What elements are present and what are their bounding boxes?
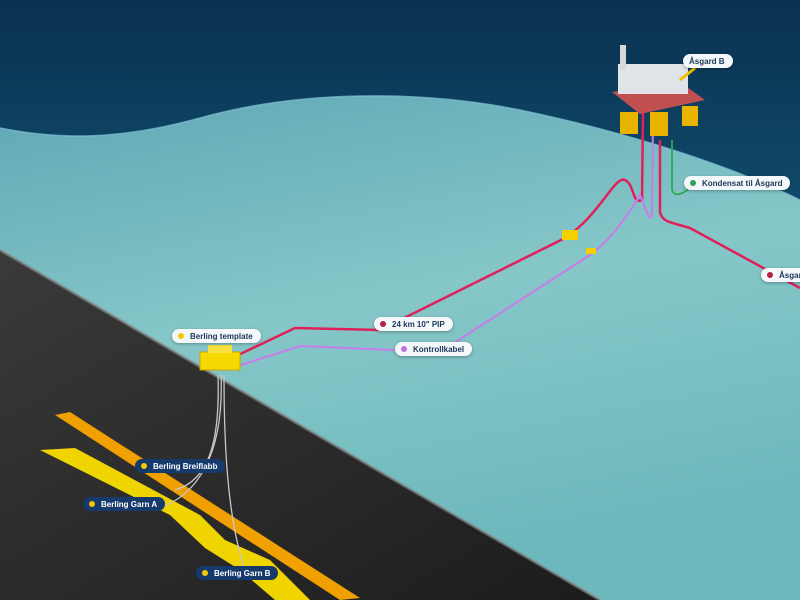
label-text: Åsgard B <box>689 56 725 66</box>
label-asgard-b: Åsgard B <box>683 54 733 68</box>
label-kontrollkabel: Kontrollkabel <box>395 342 473 356</box>
yellow-dot-icon <box>178 333 184 339</box>
seabed-edge <box>0 95 800 201</box>
control-cable <box>237 111 654 367</box>
berling-template-structure <box>199 345 241 371</box>
label-text: Berling Garn A <box>101 499 158 509</box>
label-breiflabb: Berling Breiflabb <box>135 459 226 473</box>
label-text: Berling template <box>190 331 253 341</box>
green-dot-icon <box>690 180 696 186</box>
label-text: Åsgard T <box>779 270 800 280</box>
label-garn-b: Berling Garn B <box>196 566 279 580</box>
subsea-module <box>562 230 578 240</box>
rock-edge <box>0 248 601 600</box>
asgard-b-platform <box>612 45 705 136</box>
yellow-dot-icon <box>202 570 208 576</box>
label-kondensat: Kondensat til Åsgard <box>684 176 791 190</box>
red-dot-icon <box>380 321 386 327</box>
yellow-dot-icon <box>89 501 95 507</box>
label-garn-a: Berling Garn A <box>83 497 166 511</box>
label-template: Berling template <box>172 329 261 343</box>
red-dot-icon <box>767 272 773 278</box>
reservoir-orange <box>55 412 360 600</box>
condensate-line <box>671 140 691 196</box>
label-text: Kondensat til Åsgard <box>702 178 783 188</box>
label-text: Berling Breiflabb <box>153 461 218 471</box>
label-asgard-t: Åsgard T <box>761 268 800 282</box>
label-text: Berling Garn B <box>214 568 271 578</box>
purple-dot-icon <box>401 346 407 352</box>
subsea-module-small <box>586 248 596 254</box>
label-text: Kontrollkabel <box>413 344 465 354</box>
yellow-dot-icon <box>141 463 147 469</box>
label-pip: 24 km 10" PIP <box>374 317 453 331</box>
label-text: 24 km 10" PIP <box>392 319 445 329</box>
